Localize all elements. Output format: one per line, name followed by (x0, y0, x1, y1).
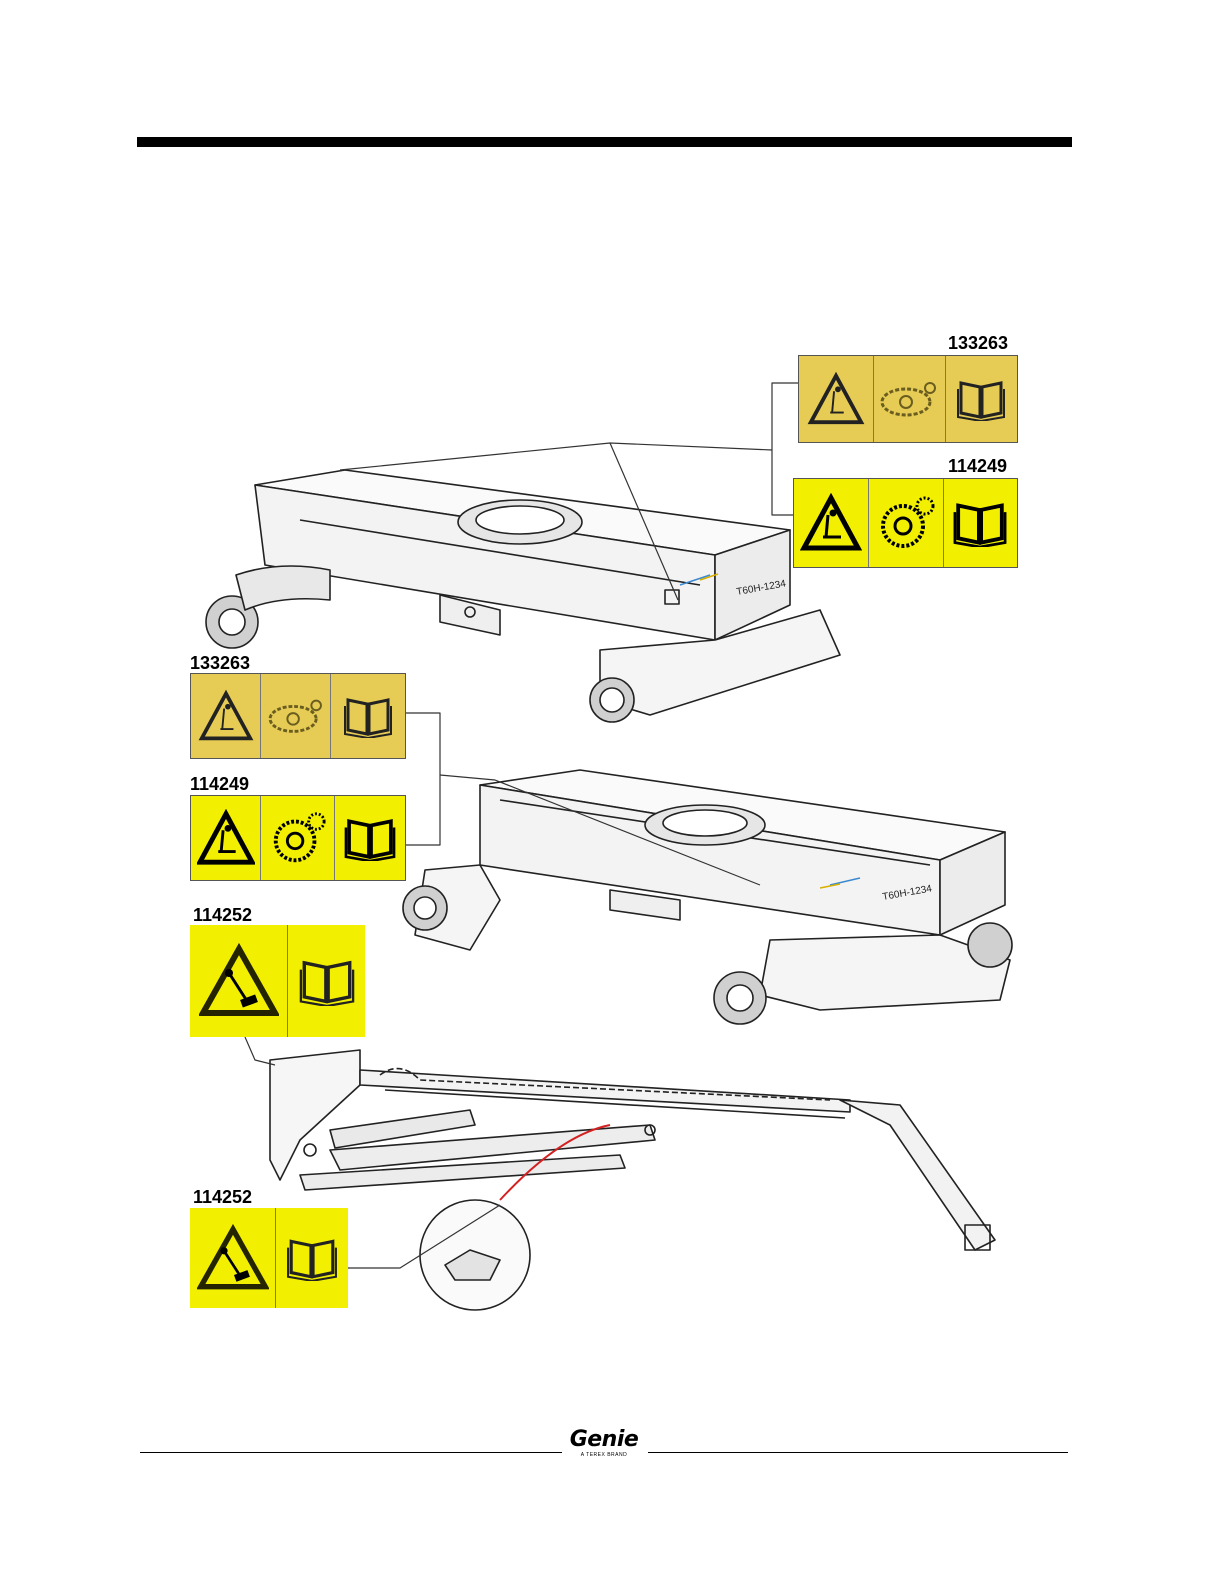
gear-crush-icon (260, 796, 333, 880)
decal-133263-upper (798, 355, 1018, 443)
manual-book-icon (334, 796, 405, 880)
decal-114252-upper (190, 925, 365, 1037)
footer-rule-right (648, 1452, 1068, 1453)
warning-triangle-icon (794, 479, 868, 567)
logo-wordmark: Genie (560, 1428, 648, 1452)
decal-number-133263-upper: 133263 (948, 334, 1008, 352)
manual-book-icon (287, 925, 365, 1037)
decal-133263-middle (190, 673, 406, 759)
decal-number-114252-lower: 114252 (193, 1188, 252, 1206)
manual-book-icon (330, 674, 405, 758)
warning-triangle-icon (191, 796, 260, 880)
tip-over-warning-icon (190, 925, 287, 1037)
genie-logo: Genie A TEREX BRAND (560, 1428, 648, 1462)
warning-triangle-icon (191, 674, 260, 758)
gear-crush-icon (868, 479, 942, 567)
decal-114249-upper (793, 478, 1018, 568)
decal-number-114249-middle: 114249 (190, 775, 249, 793)
decal-114252-lower (190, 1208, 348, 1308)
decal-number-133263-middle: 133263 (190, 654, 250, 672)
track-crush-icon (260, 674, 329, 758)
decal-114249-middle (190, 795, 406, 881)
lower-chassis-drawing (403, 770, 1012, 1024)
manual-book-icon (945, 356, 1017, 442)
tip-over-warning-icon (190, 1208, 275, 1308)
boom-drawing (270, 1050, 995, 1310)
track-crush-icon (873, 356, 944, 442)
footer-rule-left (140, 1452, 562, 1453)
decal-number-114252-upper: 114252 (193, 906, 252, 924)
manual-book-icon (943, 479, 1017, 567)
decal-number-114249-upper: 114249 (948, 457, 1007, 475)
manual-book-icon (275, 1208, 348, 1308)
warning-triangle-icon (799, 356, 873, 442)
logo-tagline: A TEREX BRAND (560, 1452, 648, 1458)
